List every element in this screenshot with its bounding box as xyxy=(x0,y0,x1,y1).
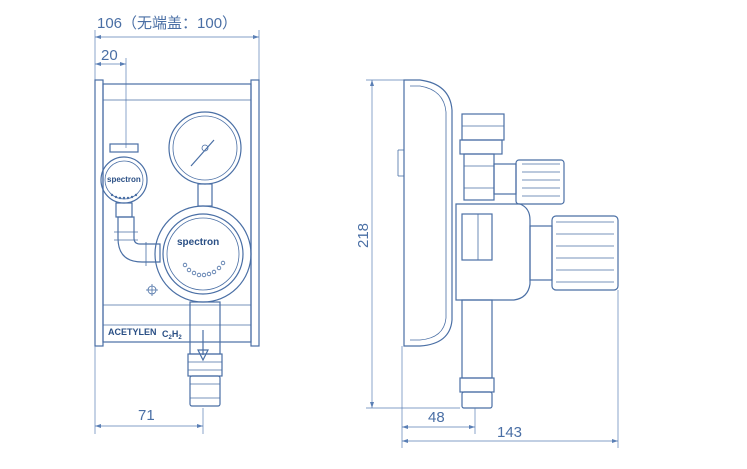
outlet-nut xyxy=(189,375,221,407)
outlet-stem xyxy=(189,301,221,355)
gas-name-label: ACETYLEN xyxy=(108,327,157,337)
formula-sub1: 2 xyxy=(169,335,173,341)
front-view: 106（无端盖：100） 20 spectron xyxy=(94,15,260,434)
brand-small: spectron xyxy=(107,175,141,184)
dim-height: 218 xyxy=(355,223,372,248)
mount-screw xyxy=(146,284,158,296)
regulator-body-side xyxy=(455,203,531,301)
mounting-panel xyxy=(102,83,252,343)
elbow-fitting xyxy=(117,216,161,263)
regulator-body xyxy=(154,205,252,303)
gauge-side xyxy=(461,113,505,141)
arrow-left xyxy=(95,35,101,39)
pressure-gauge xyxy=(168,111,242,185)
left-end-cap xyxy=(94,79,104,347)
side-view: 218 xyxy=(355,79,619,448)
regulator-knob-side xyxy=(551,215,619,291)
regulator-dots xyxy=(182,260,226,278)
valve-knob-side xyxy=(515,159,565,205)
brand-large: spectron xyxy=(177,237,219,248)
dim-width-total: 106（无端盖：100） xyxy=(97,15,237,32)
valve-dots-small xyxy=(110,193,138,200)
dim-depth-total: 143 xyxy=(497,424,522,441)
formula-sub2: 2 xyxy=(178,335,182,341)
formula-c: C xyxy=(162,329,169,339)
dim-width-outlet: 71 xyxy=(138,407,155,424)
dim-depth-outlet: 48 xyxy=(428,409,445,426)
outlet-stem-side xyxy=(461,299,493,379)
panel-side xyxy=(403,79,453,347)
gauge-needle xyxy=(190,139,215,167)
dim-width-bracket: 20 xyxy=(101,47,118,64)
right-end-cap xyxy=(250,79,260,347)
svg-text:C2H2: C2H2 xyxy=(162,329,182,341)
arrow-right xyxy=(253,35,259,39)
formula-h: H xyxy=(172,329,179,339)
